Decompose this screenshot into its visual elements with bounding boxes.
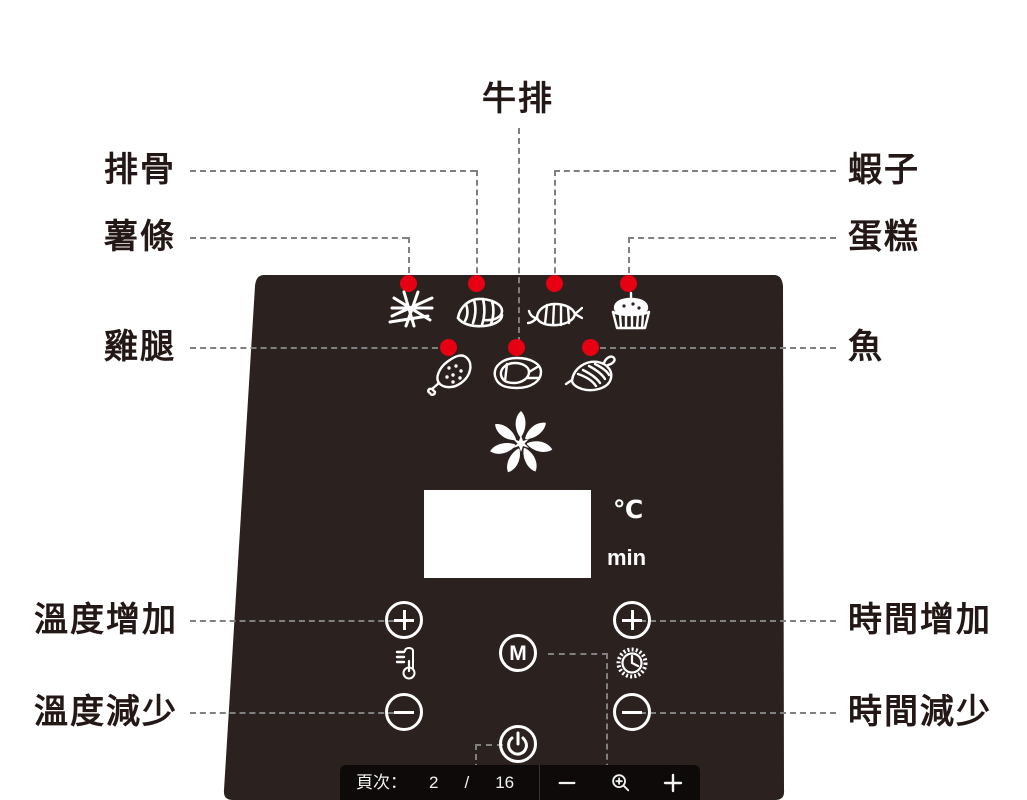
indicator-dot-ribs: [468, 275, 485, 292]
time-down-button[interactable]: [613, 693, 651, 731]
leader-menu-h: [548, 653, 608, 655]
minus-icon: [394, 710, 414, 714]
page-indicator-group: 頁次： 2 / 16: [340, 765, 539, 800]
page-separator: /: [464, 773, 470, 792]
power-button[interactable]: [499, 725, 537, 763]
indicator-dot-fish: [582, 339, 599, 356]
indicator-dot-shrimp: [546, 275, 563, 292]
callout-label-steak: 牛排: [482, 80, 554, 118]
leader-ribs-v: [476, 170, 478, 283]
shrimp-icon[interactable]: [527, 288, 583, 334]
callout-label-time-down: 時間減少: [848, 693, 992, 731]
lcd-display: [424, 490, 591, 578]
leader-menu-v: [606, 653, 608, 800]
thermometer-icon: [388, 645, 418, 681]
temperature-up-button[interactable]: [385, 601, 423, 639]
pdf-viewer-toolbar: 頁次： 2 / 16: [340, 765, 700, 800]
callout-label-temp-up: 溫度增加: [34, 601, 178, 639]
callout-label-fish: 魚: [848, 328, 884, 366]
zoom-out-button[interactable]: [550, 768, 584, 798]
drumstick-icon[interactable]: [423, 350, 479, 396]
ribs-icon[interactable]: [452, 288, 508, 334]
page-label: 頁次：: [356, 773, 407, 792]
plus-icon-vertical: [630, 610, 634, 630]
leader-temp-up: [190, 620, 404, 622]
leader-cake-v: [628, 237, 630, 283]
current-page-value[interactable]: 2: [429, 773, 439, 792]
callout-label-ribs: 排骨: [104, 151, 176, 189]
zoom-in-button[interactable]: [656, 768, 690, 798]
fish-icon[interactable]: [564, 350, 620, 396]
fan-icon: [478, 402, 564, 484]
callout-label-cake: 蛋糕: [848, 218, 920, 256]
leader-shrimp-v: [554, 170, 556, 283]
callout-label-temp-down: 溫度減少: [34, 693, 178, 731]
clock-icon: [614, 645, 650, 681]
indicator-dot-steak: [508, 339, 525, 356]
temperature-down-button[interactable]: [385, 693, 423, 731]
indicator-dot-cake: [620, 275, 637, 292]
callout-label-drumstick: 雞腿: [104, 328, 176, 366]
leader-ribs-h: [190, 170, 476, 172]
menu-button[interactable]: M: [499, 634, 537, 672]
leader-temp-down: [190, 712, 404, 714]
leader-cake-h: [628, 237, 836, 239]
magnifier-plus-icon[interactable]: [603, 768, 637, 798]
leader-time-up: [630, 620, 836, 622]
toolbar-divider: [539, 765, 540, 800]
callout-label-fries: 薯條: [104, 218, 176, 256]
unit-minutes-label: min: [607, 545, 647, 570]
leader-fries-v: [408, 237, 410, 283]
leader-shrimp-h: [554, 170, 836, 172]
callout-label-shrimp: 蝦子: [848, 151, 920, 189]
leader-drumstick: [190, 347, 448, 349]
indicator-dot-fries: [400, 275, 417, 292]
unit-celsius-label: ℃: [613, 496, 644, 524]
callout-label-time-up: 時間增加: [848, 601, 992, 639]
total-pages-value: 16: [495, 773, 515, 792]
zoom-controls-group: [540, 765, 700, 800]
steak-icon[interactable]: [489, 350, 545, 396]
leader-time-down: [630, 712, 836, 714]
leader-fries-h: [190, 237, 408, 239]
leader-steak: [518, 128, 520, 343]
indicator-dot-drumstick: [440, 339, 457, 356]
time-up-button[interactable]: [613, 601, 651, 639]
minus-icon: [622, 710, 642, 714]
leader-power-h: [475, 744, 503, 746]
leader-fish: [590, 347, 836, 349]
fries-icon[interactable]: [384, 286, 440, 332]
plus-icon-vertical: [402, 610, 406, 630]
cake-icon[interactable]: [603, 288, 659, 334]
